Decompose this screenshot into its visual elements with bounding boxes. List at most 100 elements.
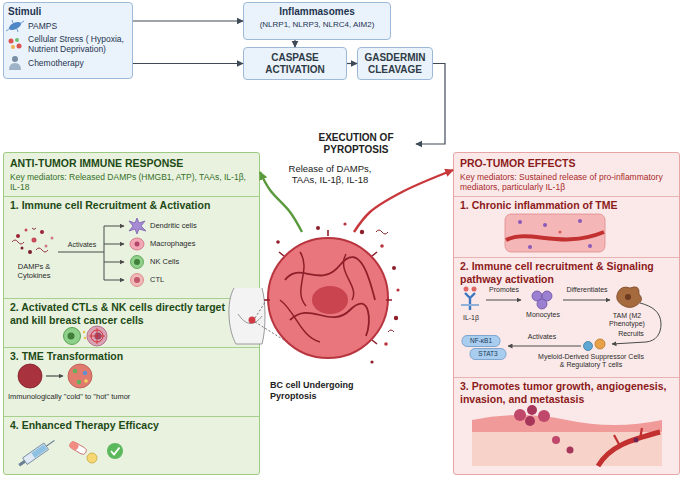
node-heading: EXECUTION OF PYROPTOSIS [296, 132, 416, 157]
node-text: (NLRP1, NLRP3, NLRC4, AIM2) [247, 20, 387, 30]
tumor-growth-illustration [525, 416, 535, 426]
therapy-icons [17, 437, 57, 468]
process-box: Inflammasomes (NLRP1, NLRP3, NLRC4, AIM2) [243, 2, 391, 40]
panel-section: 3. Promotes tumor growth, angiogenesis, … [454, 377, 679, 474]
flow-arrow [133, 63, 243, 64]
label-text: Promotes [484, 286, 524, 294]
stimuli-icons [9, 38, 22, 49]
breast-figure [229, 288, 265, 344]
label-text: Activates [520, 333, 564, 341]
tme-transformation [77, 380, 81, 384]
label-text: IL-1β [458, 314, 484, 322]
damp-particles [32, 238, 37, 243]
cell-figure: BC cell Undergoing Pyroptosis [262, 232, 394, 404]
tme-transformation [18, 364, 42, 388]
killing-illustration [95, 333, 102, 340]
pyroptotic-cell [380, 244, 384, 248]
pyroptotic-cell [343, 222, 346, 225]
pyroptotic-cell [312, 286, 348, 314]
tumor-growth-illustration [567, 447, 574, 454]
tme-transformation [73, 369, 77, 373]
pyroptotic-cell [392, 266, 396, 270]
panel-section: 1. Immune cell Recruitment & Activation [4, 196, 259, 298]
node-text: Key mediators: Sustained release of pro-… [460, 172, 673, 192]
label-text: Activates [62, 241, 102, 249]
node-heading: PRO-TUMOR EFFECTS [460, 157, 673, 170]
chronic-inflammation [588, 244, 592, 248]
node-heading: ANTI-TUMOR IMMUNE RESPONSE [10, 157, 253, 170]
breast-figure [229, 247, 300, 350]
tumor-growth-illustration [552, 436, 560, 444]
node-heading: Inflammasomes [247, 6, 387, 18]
label-text: Release of DAMPs, TAAs, IL-1β, IL-18 [278, 163, 382, 186]
tumor-growth-illustration [538, 410, 550, 422]
therapy-icons [31, 444, 47, 458]
panel-section: 1. Chronic inflammation of TME [454, 196, 679, 257]
killing-illustration [89, 328, 105, 344]
node-text: PAMPS [8, 21, 128, 31]
stimuli-icons [6, 20, 24, 32]
signaling-illustration [584, 342, 593, 351]
chronic-inflammation [518, 220, 522, 224]
stimuli-icons [8, 20, 22, 31]
pyroptotic-cell [290, 304, 369, 336]
flow-arrow [133, 20, 243, 21]
pyroptotic-cell [280, 300, 320, 342]
signaling-illustration [461, 304, 479, 306]
label-text: STAT3 [470, 350, 506, 358]
flow-arrow [416, 64, 445, 145]
label-text: Monocytes [522, 311, 564, 319]
immune-cell-icons [129, 218, 146, 234]
stimuli-icons [6, 20, 24, 32]
label-text: TAM (M2 Phenotype) [604, 312, 650, 329]
tumor-growth-illustration [527, 405, 537, 415]
activation-arrows [58, 226, 124, 280]
signaling-illustration [625, 294, 631, 300]
therapy-icons [68, 440, 87, 455]
label-text: Myeloid-Derived Suppressor Cells & Regul… [538, 353, 644, 370]
damp-particles [25, 229, 28, 232]
signaling-illustration [617, 287, 642, 308]
label-text: Immunologically "cold" to "hot" tumor [8, 392, 178, 401]
stimuli-icons [6, 20, 24, 70]
therapy-icons [23, 443, 49, 464]
pyroptotic-cell [370, 360, 373, 363]
flow-arrow [294, 40, 295, 47]
damp-particles [28, 250, 32, 254]
therapy-icons [68, 440, 79, 451]
killing-illustration [64, 326, 108, 346]
stimuli-icons [9, 39, 14, 44]
immune-cell-icons [129, 218, 146, 287]
killing-illustration [91, 330, 103, 342]
pyroptotic-cell [394, 316, 398, 320]
killing-illustration [64, 328, 81, 345]
tme-transformation [46, 375, 63, 376]
signaling-illustration [486, 300, 521, 301]
signaling-illustration [461, 287, 661, 360]
therapy-icons [111, 448, 120, 455]
stimuli-icons [9, 56, 21, 70]
signaling-illustration [465, 293, 475, 310]
label-text: CTL [150, 275, 230, 284]
signaling-illustration [462, 336, 500, 347]
signaling-illustration [537, 299, 547, 309]
tme-transformation [84, 379, 88, 383]
tumor-growth-illustration [514, 409, 526, 421]
panel-section: 3. TME Transformation [4, 347, 259, 416]
damp-particles [16, 234, 20, 238]
stimuli-icons [11, 45, 15, 49]
chronic-inflammation [578, 219, 582, 223]
killing-illustration [84, 337, 86, 339]
signaling-illustration [542, 291, 552, 301]
tme-transformation [18, 364, 92, 388]
chronic-inflammation [506, 232, 604, 240]
outcome-text: EXECUTION OF PYROPTOSIS [296, 128, 416, 160]
label-text: Recruits [614, 330, 648, 338]
signaling-illustration [470, 349, 506, 360]
activation-arrows [104, 262, 124, 263]
damp-particles [12, 228, 48, 252]
pyroptotic-cell [360, 230, 364, 234]
therapy-icons [107, 443, 123, 459]
